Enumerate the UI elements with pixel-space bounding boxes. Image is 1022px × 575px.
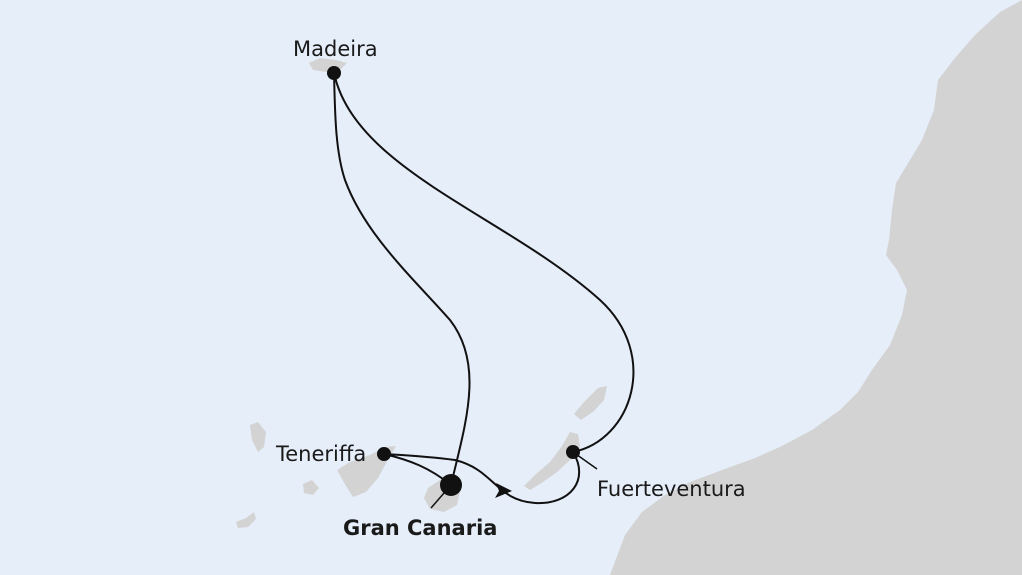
direction-arrow-icon [495,483,512,498]
port-label-fuerteventura: Fuerteventura [597,477,746,501]
port-label-teneriffa: Teneriffa [276,442,367,466]
african-coast [610,0,1022,575]
route-madeira-to-gran-canaria [333,72,471,486]
la-gomera-island [303,480,319,495]
port-marker-gran-canaria [440,474,462,496]
port-marker-madeira [327,66,341,80]
port-marker-fuerteventura [566,445,580,459]
el-hierro-island [236,512,256,528]
route-madeira-to-fuerteventura [333,72,635,453]
fuerteventura-island [524,432,580,490]
port-label-gran-canaria: Gran Canaria [343,516,498,540]
lanzarote-island [574,386,607,420]
la-palma-island [250,422,266,452]
port-label-madeira: Madeira [293,37,378,61]
port-marker-teneriffa [377,447,391,461]
